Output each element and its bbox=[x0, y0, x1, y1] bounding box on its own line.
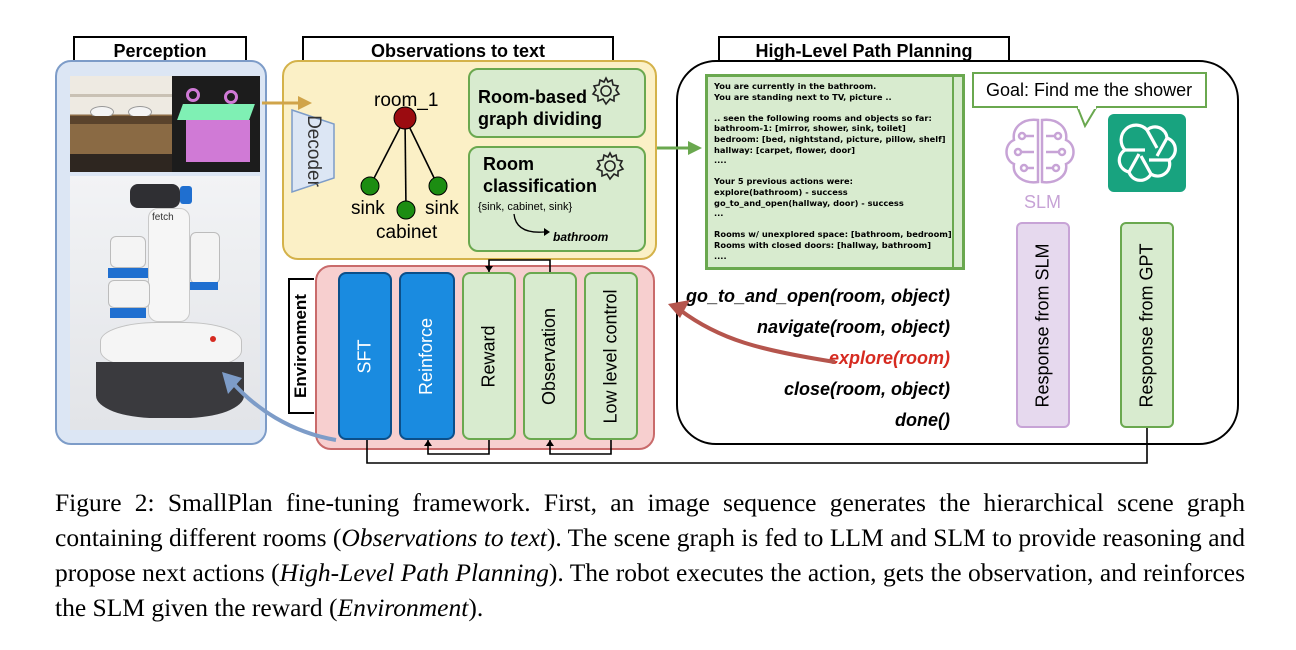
caption-italic-text: Environment bbox=[337, 593, 469, 622]
gear-icon bbox=[590, 75, 622, 107]
room-dividing-label-2: graph dividing bbox=[478, 109, 602, 129]
low-level-control-block bbox=[584, 272, 638, 440]
graph-leaf-sink-left: sink bbox=[351, 198, 385, 219]
decoder-block: Decoder bbox=[290, 108, 336, 194]
room-classification-box bbox=[468, 146, 646, 252]
command-item: navigate(room, object) bbox=[756, 317, 950, 337]
graph-leaf-sink-right: sink bbox=[425, 198, 459, 219]
reinforce-block bbox=[399, 272, 455, 440]
caption-text: ). The robot executes the action, gets t… bbox=[55, 558, 1246, 622]
command-item-highlighted: explore(room) bbox=[828, 348, 950, 368]
prompt-line: Rooms with closed doors: [hallway, bathr… bbox=[714, 239, 932, 250]
bathroom-rgb-image bbox=[70, 76, 172, 172]
sft-block bbox=[338, 272, 392, 440]
figure-caption: Figure 2: SmallPlan fine-tuning framewor… bbox=[55, 485, 1245, 625]
prompt-line: Rooms w/ unexplored space: [bathroom, be… bbox=[714, 229, 952, 240]
prompt-box bbox=[705, 74, 965, 270]
perception-title: Perception bbox=[113, 41, 207, 61]
classification-output: bathroom bbox=[553, 230, 609, 244]
caption-text: ). The scene graph is fed to LLM and SLM… bbox=[55, 523, 1246, 587]
gear-icon bbox=[594, 150, 626, 182]
prompt-line: .... bbox=[714, 155, 727, 166]
slm-label: SLM bbox=[1024, 192, 1062, 212]
graph-leaf-cabinet: cabinet bbox=[376, 222, 438, 243]
scene-graph bbox=[360, 106, 448, 220]
prompt-line: Your 5 previous actions were: bbox=[714, 176, 853, 187]
planning-tab: High-Level Path Planning bbox=[718, 36, 1010, 62]
slm-brain-icon bbox=[1000, 112, 1080, 190]
prompt-line: ... bbox=[714, 208, 724, 219]
environment-tab bbox=[288, 278, 314, 414]
command-item: go_to_and_open(room, object) bbox=[685, 286, 950, 306]
prompt-text: You are currently in the bathroom.You ar… bbox=[714, 81, 952, 261]
prompt-line: .... bbox=[714, 250, 727, 261]
prompt-line: hallway: [carpet, flower, door] bbox=[714, 144, 856, 155]
room-dividing-box bbox=[468, 68, 646, 138]
goal-bubble bbox=[972, 72, 1207, 108]
bathroom-segmentation-image bbox=[172, 76, 260, 172]
prompt-line: bedroom: [bed, nightstand, picture, pill… bbox=[714, 133, 946, 144]
caption-text: ). bbox=[468, 593, 484, 622]
graph-root-label: room_1 bbox=[374, 90, 439, 111]
commands-list: go_to_and_open(room, object) navigate(ro… bbox=[680, 282, 950, 432]
room-classification-label-2: classification bbox=[483, 176, 598, 196]
prompt-line: You are standing next to TV, picture .. bbox=[714, 91, 892, 102]
observations-title: Observations to text bbox=[370, 41, 546, 61]
observation-block bbox=[523, 272, 577, 440]
goal-text: Goal: Find me the shower bbox=[986, 80, 1193, 100]
reward-block bbox=[462, 272, 516, 440]
prompt-line: go_to_and_open(hallway, door) - success bbox=[714, 197, 904, 208]
prompt-line: .. seen the following rooms and objects … bbox=[714, 112, 932, 123]
observations-tab: Observations to text bbox=[302, 36, 614, 62]
command-item: done() bbox=[895, 410, 950, 430]
prompt-line: You are currently in the bathroom. bbox=[714, 81, 877, 91]
caption-italic-text: Observations to text bbox=[341, 523, 547, 552]
caption-italic-text: High-Level Path Planning bbox=[279, 558, 549, 587]
planning-title: High-Level Path Planning bbox=[755, 41, 973, 61]
slm-response-bar bbox=[1016, 222, 1070, 428]
gpt-response-bar bbox=[1120, 222, 1174, 428]
fetch-robot-image: fetch bbox=[70, 176, 260, 430]
gpt-logo-icon bbox=[1108, 114, 1186, 192]
room-classification-label-1: Room bbox=[483, 154, 534, 174]
goal-bubble-tail bbox=[1075, 106, 1099, 128]
connectors bbox=[222, 96, 1148, 464]
prompt-box-rule bbox=[952, 77, 954, 267]
prompt-line: bathroom-1: [mirror, shower, sink, toile… bbox=[714, 123, 906, 134]
caption-text: Figure 2: SmallPlan fine-tuning framewor… bbox=[55, 488, 1245, 552]
robot-brand-text: fetch bbox=[152, 212, 174, 223]
command-item: close(room, object) bbox=[783, 379, 950, 399]
classification-input: {sink, cabinet, sink} bbox=[478, 201, 573, 213]
perception-tab: Perception bbox=[73, 36, 247, 62]
room-dividing-label-1: Room-based bbox=[478, 87, 588, 107]
classification-arrow bbox=[513, 213, 550, 236]
prompt-line: explore(bathroom) - success bbox=[714, 186, 848, 197]
